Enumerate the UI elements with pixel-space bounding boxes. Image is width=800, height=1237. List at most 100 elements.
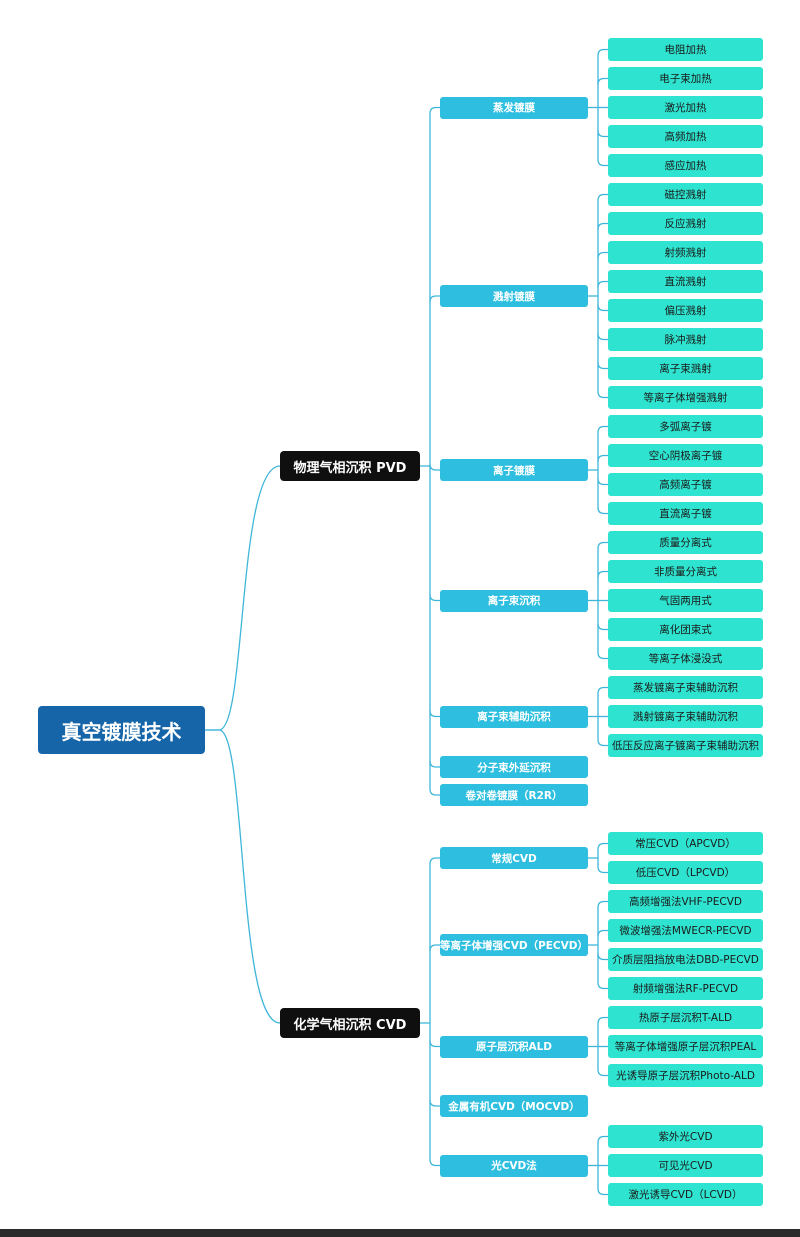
- b0-c1-branch-0: [597, 193, 608, 201]
- category-node[interactable]: 蒸发镀膜: [440, 96, 588, 119]
- category-node[interactable]: 分子束外延沉积: [440, 756, 588, 778]
- leaf-node[interactable]: 电子束加热: [608, 67, 763, 90]
- b0-branch-0: [429, 106, 440, 114]
- b0-branch-5: [429, 760, 440, 768]
- leaf-node[interactable]: 热原子层沉积T-ALD: [608, 1006, 763, 1029]
- b0-c3-branch-4: [597, 652, 608, 660]
- b0-c0-branch-3: [597, 130, 608, 138]
- b1-c1-branch-0: [597, 900, 608, 908]
- b0-c0-branch-1: [597, 77, 608, 85]
- category-node[interactable]: 离子镀膜: [440, 459, 588, 481]
- b1-branch-4: [429, 1159, 440, 1167]
- b1-branch-1: [429, 944, 440, 952]
- leaf-node[interactable]: 低压CVD（LPCVD）: [608, 861, 763, 884]
- b1-branch-0: [429, 857, 440, 865]
- b0-branch-4: [429, 710, 440, 718]
- b0-c1-branch-6: [597, 362, 608, 370]
- b0-branch-3: [429, 594, 440, 602]
- leaf-node[interactable]: 光诱导原子层沉积Photo-ALD: [608, 1064, 763, 1087]
- b0-c1-branch-3: [597, 280, 608, 288]
- b1-c0-branch-0: [597, 842, 608, 850]
- b0-c1-branch-5: [597, 333, 608, 341]
- leaf-node[interactable]: 等离子体浸没式: [608, 647, 763, 670]
- leaf-node[interactable]: 射频增强法RF-PECVD: [608, 977, 763, 1000]
- root-branch-1: [205, 729, 281, 1024]
- b0-c0-branch-0: [597, 48, 608, 56]
- leaf-node[interactable]: 偏压溅射: [608, 299, 763, 322]
- b0-c1-branch-7: [597, 391, 608, 399]
- b0-branch-1: [429, 295, 440, 303]
- leaf-node[interactable]: 等离子体增强原子层沉积PEAL: [608, 1035, 763, 1058]
- b1-c1-branch-1: [597, 929, 608, 937]
- leaf-node[interactable]: 脉冲溅射: [608, 328, 763, 351]
- leaf-node[interactable]: 反应溅射: [608, 212, 763, 235]
- leaf-node[interactable]: 激光加热: [608, 96, 763, 119]
- leaf-node[interactable]: 高频加热: [608, 125, 763, 148]
- b0-c3-branch-0: [597, 541, 608, 549]
- leaf-node[interactable]: 磁控溅射: [608, 183, 763, 206]
- b0-c3-branch-3: [597, 623, 608, 631]
- b0-c0-branch-4: [597, 159, 608, 167]
- b0-c2-branch-1: [597, 454, 608, 462]
- category-node[interactable]: 常规CVD: [440, 847, 588, 869]
- bottom-bar: [0, 1229, 800, 1237]
- b0-c1-branch-4: [597, 304, 608, 312]
- leaf-node[interactable]: 非质量分离式: [608, 560, 763, 583]
- leaf-node[interactable]: 质量分离式: [608, 531, 763, 554]
- leaf-node[interactable]: 常压CVD（APCVD）: [608, 832, 763, 855]
- b1-c2-branch-2: [597, 1069, 608, 1077]
- leaf-node[interactable]: 低压反应离子镀离子束辅助沉积: [608, 734, 763, 757]
- b0-c2-branch-0: [597, 425, 608, 433]
- leaf-node[interactable]: 电阻加热: [608, 38, 763, 61]
- category-node[interactable]: 等离子体增强CVD（PECVD）: [440, 934, 588, 956]
- category-node[interactable]: 光CVD法: [440, 1154, 588, 1177]
- category-node[interactable]: 离子束辅助沉积: [440, 705, 588, 728]
- method-node[interactable]: 化学气相沉积 CVD: [280, 1008, 420, 1038]
- leaf-node[interactable]: 气固两用式: [608, 589, 763, 612]
- category-node[interactable]: 卷对卷镀膜（R2R）: [440, 784, 588, 806]
- leaf-node[interactable]: 多弧离子镀: [608, 415, 763, 438]
- category-node[interactable]: 原子层沉积ALD: [440, 1035, 588, 1058]
- leaf-node[interactable]: 离化团束式: [608, 618, 763, 641]
- b1-c4-branch-2: [597, 1188, 608, 1196]
- root-branch-0: [205, 465, 281, 731]
- leaf-node[interactable]: 直流离子镀: [608, 502, 763, 525]
- leaf-node[interactable]: 射频溅射: [608, 241, 763, 264]
- category-node[interactable]: 溅射镀膜: [440, 285, 588, 307]
- b1-c1-branch-3: [597, 982, 608, 990]
- leaf-node[interactable]: 紫外光CVD: [608, 1125, 763, 1148]
- leaf-node[interactable]: 溅射镀离子束辅助沉积: [608, 705, 763, 728]
- b0-branch-2: [429, 463, 440, 471]
- category-node[interactable]: 离子束沉积: [440, 589, 588, 612]
- leaf-node[interactable]: 直流溅射: [608, 270, 763, 293]
- b0-c3-branch-1: [597, 570, 608, 578]
- leaf-node[interactable]: 微波增强法MWECR-PECVD: [608, 919, 763, 942]
- b1-c2-branch-0: [597, 1016, 608, 1024]
- leaf-node[interactable]: 高频离子镀: [608, 473, 763, 496]
- b0-c4-branch-2: [597, 739, 608, 747]
- b0-c2-branch-2: [597, 478, 608, 486]
- leaf-node[interactable]: 蒸发镀离子束辅助沉积: [608, 676, 763, 699]
- b1-c4-branch-0: [597, 1135, 608, 1143]
- b0-c4-branch-0: [597, 686, 608, 694]
- leaf-node[interactable]: 介质层阻挡放电法DBD-PECVD: [608, 948, 763, 971]
- leaf-node[interactable]: 等离子体增强溅射: [608, 386, 763, 409]
- b1-c1-branch-2: [597, 953, 608, 961]
- b1-c0-branch-1: [597, 866, 608, 874]
- b0-c1-branch-2: [597, 251, 608, 259]
- method-node[interactable]: 物理气相沉积 PVD: [280, 451, 420, 481]
- leaf-node[interactable]: 可见光CVD: [608, 1154, 763, 1177]
- leaf-node[interactable]: 感应加热: [608, 154, 763, 177]
- b0-c1-branch-1: [597, 222, 608, 230]
- leaf-node[interactable]: 空心阴极离子镀: [608, 444, 763, 467]
- leaf-node[interactable]: 激光诱导CVD（LCVD）: [608, 1183, 763, 1206]
- b0-branch-6: [429, 788, 440, 796]
- root-node[interactable]: 真空镀膜技术: [38, 706, 205, 754]
- b0-c2-branch-3: [597, 507, 608, 515]
- leaf-node[interactable]: 高频增强法VHF-PECVD: [608, 890, 763, 913]
- category-node[interactable]: 金属有机CVD（MOCVD）: [440, 1095, 588, 1117]
- leaf-node[interactable]: 离子束溅射: [608, 357, 763, 380]
- b1-branch-2: [429, 1040, 440, 1048]
- b1-branch-3: [429, 1099, 440, 1107]
